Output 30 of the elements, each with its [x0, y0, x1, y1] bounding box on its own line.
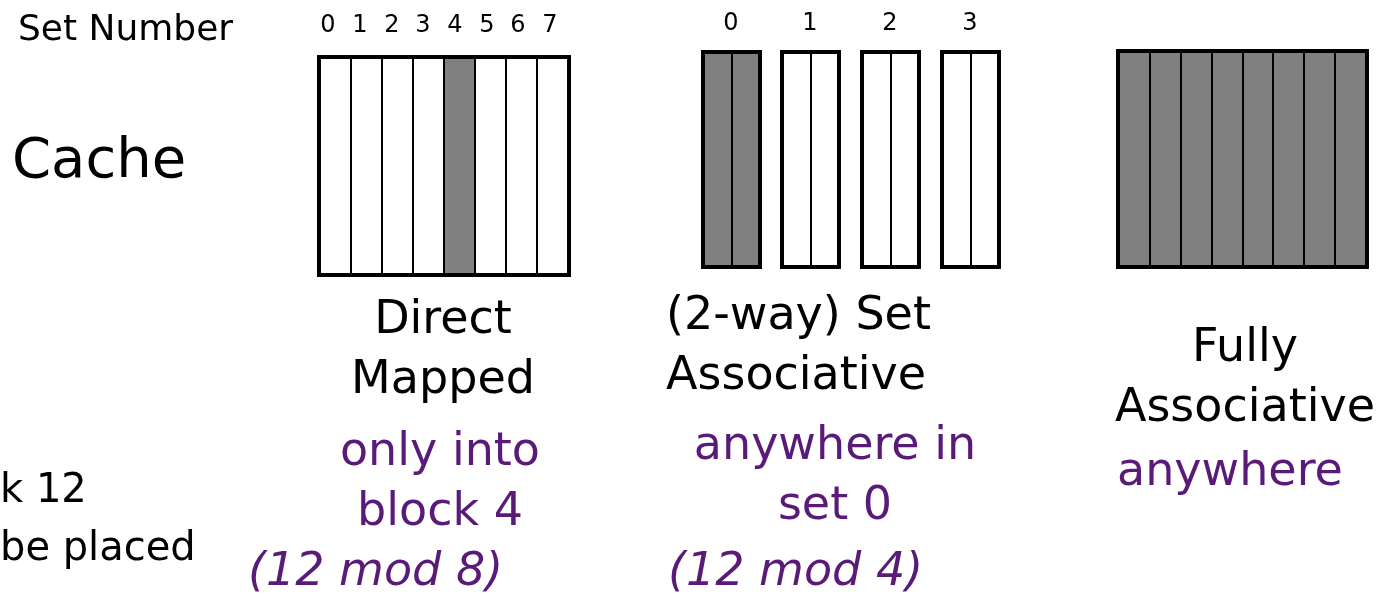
cache-type-caption: Direct Mapped: [350, 289, 536, 406]
set-number: 2: [881, 8, 899, 37]
set-number: 2: [384, 10, 400, 39]
cache-set: [780, 50, 841, 269]
cache-block-array: [317, 55, 571, 277]
set-number: 0: [722, 8, 740, 37]
set-number: 5: [479, 10, 495, 39]
note-text: be placed: [0, 522, 196, 571]
modulo-expression: (12 mod 4): [668, 541, 924, 598]
cache-type-caption: Fully Associative: [1113, 317, 1377, 434]
set-number: 3: [961, 8, 979, 37]
set-number: 6: [510, 10, 526, 39]
set-number: 7: [542, 10, 558, 39]
row-title: Cache: [12, 124, 187, 192]
placement-note: anywhere in set 0: [692, 415, 978, 532]
note-text: k 12: [0, 464, 87, 513]
cache-set: [860, 50, 921, 269]
set-number: 4: [447, 10, 463, 39]
axis-title: Set Number: [18, 6, 234, 50]
cache-set: [701, 50, 762, 269]
cache-type-caption: (2-way) Set Associative: [666, 285, 932, 402]
set-number: 1: [352, 10, 368, 39]
set-number: 0: [320, 10, 336, 39]
cache-set: [940, 50, 1001, 269]
modulo-expression: (12 mod 8): [248, 541, 504, 598]
placement-note: only into block 4: [338, 421, 541, 538]
cache-block-array: [1116, 49, 1369, 269]
placement-note: anywhere: [1117, 441, 1343, 498]
set-number: 3: [415, 10, 431, 39]
set-number: 1: [801, 8, 819, 37]
